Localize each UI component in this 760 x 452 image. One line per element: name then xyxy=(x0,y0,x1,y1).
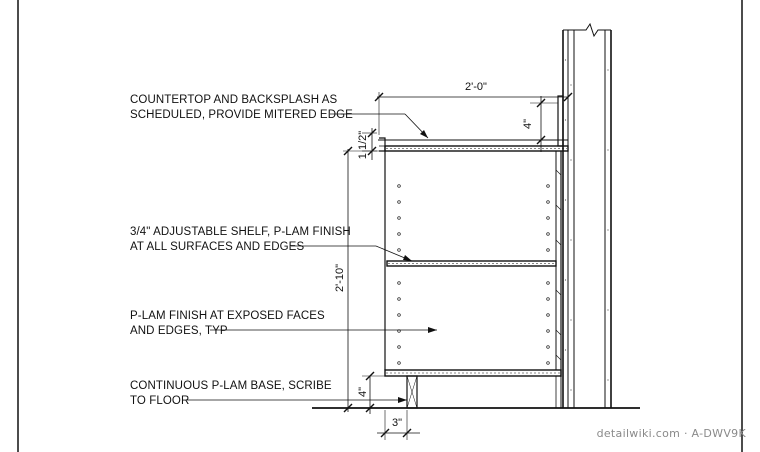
dim-text-backsplash-height: 4" xyxy=(522,119,534,129)
dim-text-counter-thickness: 1 1/2" xyxy=(357,131,369,159)
note-base-line2: TO FLOOR xyxy=(130,395,190,407)
note-base-line1: CONTINUOUS P-LAM BASE, SCRIBE xyxy=(130,380,332,392)
note-shelf-line1: 3/4" ADJUSTABLE SHELF, P-LAM FINISH xyxy=(130,226,351,238)
note-base: CONTINUOUS P-LAM BASE, SCRIBE TO FLOOR xyxy=(130,379,332,409)
note-plam-line1: P-LAM FINISH AT EXPOSED FACES xyxy=(130,310,325,322)
backsplash xyxy=(557,95,564,147)
toe-kick-base xyxy=(406,375,562,409)
bottom-panel xyxy=(384,369,562,377)
cabinet-body xyxy=(384,151,562,377)
dim-text-cabinet-height: 2'-10" xyxy=(334,264,346,292)
dim-base-setback xyxy=(377,410,420,440)
note-shelf: 3/4" ADJUSTABLE SHELF, P-LAM FINISH AT A… xyxy=(130,225,351,255)
dim-counter-depth xyxy=(374,92,573,135)
dim-text-counter-depth: 2'-0" xyxy=(465,81,487,93)
dim-backsplash-height xyxy=(530,96,558,152)
watermark: detailwiki.com · A-DWV9K xyxy=(596,427,746,440)
wall xyxy=(562,22,612,408)
note-plam-line2: AND EDGES, TYP xyxy=(130,325,228,337)
dim-cabinet-height xyxy=(343,146,384,412)
dim-base-height xyxy=(343,371,385,414)
leader-plam xyxy=(210,327,437,333)
note-countertop-line2: SCHEDULED, PROVIDE MITERED EDGE xyxy=(130,109,353,121)
dim-text-base-height: 4" xyxy=(357,387,369,397)
note-shelf-line2: AT ALL SURFACES AND EDGES xyxy=(130,241,305,253)
adjustable-shelf xyxy=(386,260,557,267)
dim-text-base-setback: 3" xyxy=(392,417,402,429)
leader-countertop xyxy=(330,113,429,139)
note-plam-finish: P-LAM FINISH AT EXPOSED FACES AND EDGES,… xyxy=(130,309,325,339)
note-countertop: COUNTERTOP AND BACKSPLASH AS SCHEDULED, … xyxy=(130,93,353,123)
leader-base xyxy=(187,397,407,403)
leader-shelf xyxy=(291,245,413,262)
shelf-holes xyxy=(397,184,550,365)
note-countertop-line1: COUNTERTOP AND BACKSPLASH AS xyxy=(130,94,338,106)
